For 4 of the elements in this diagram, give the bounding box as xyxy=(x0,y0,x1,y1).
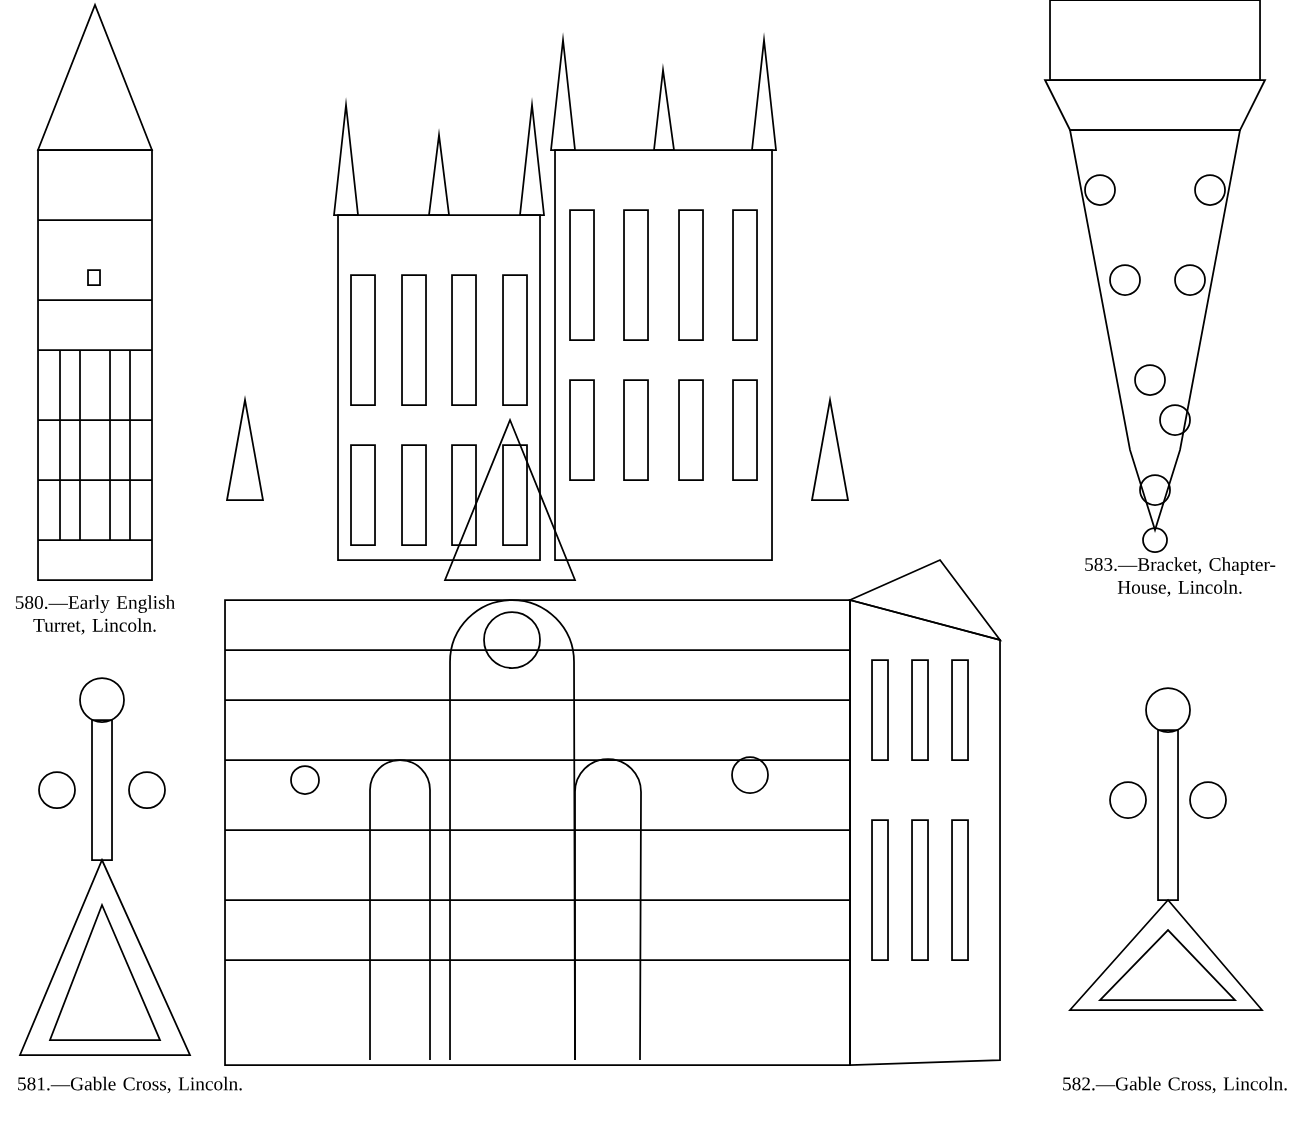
caption: 583.—Bracket, Chapter-House, Lincoln. xyxy=(1085,557,1276,597)
caption: 580.—Early English Turret, Lincoln. xyxy=(15,595,176,635)
caption: 582.—Gable Cross, Lincoln. xyxy=(1063,1076,1287,1094)
caption: 581.—Gable Cross, Lincoln. xyxy=(18,1076,242,1094)
